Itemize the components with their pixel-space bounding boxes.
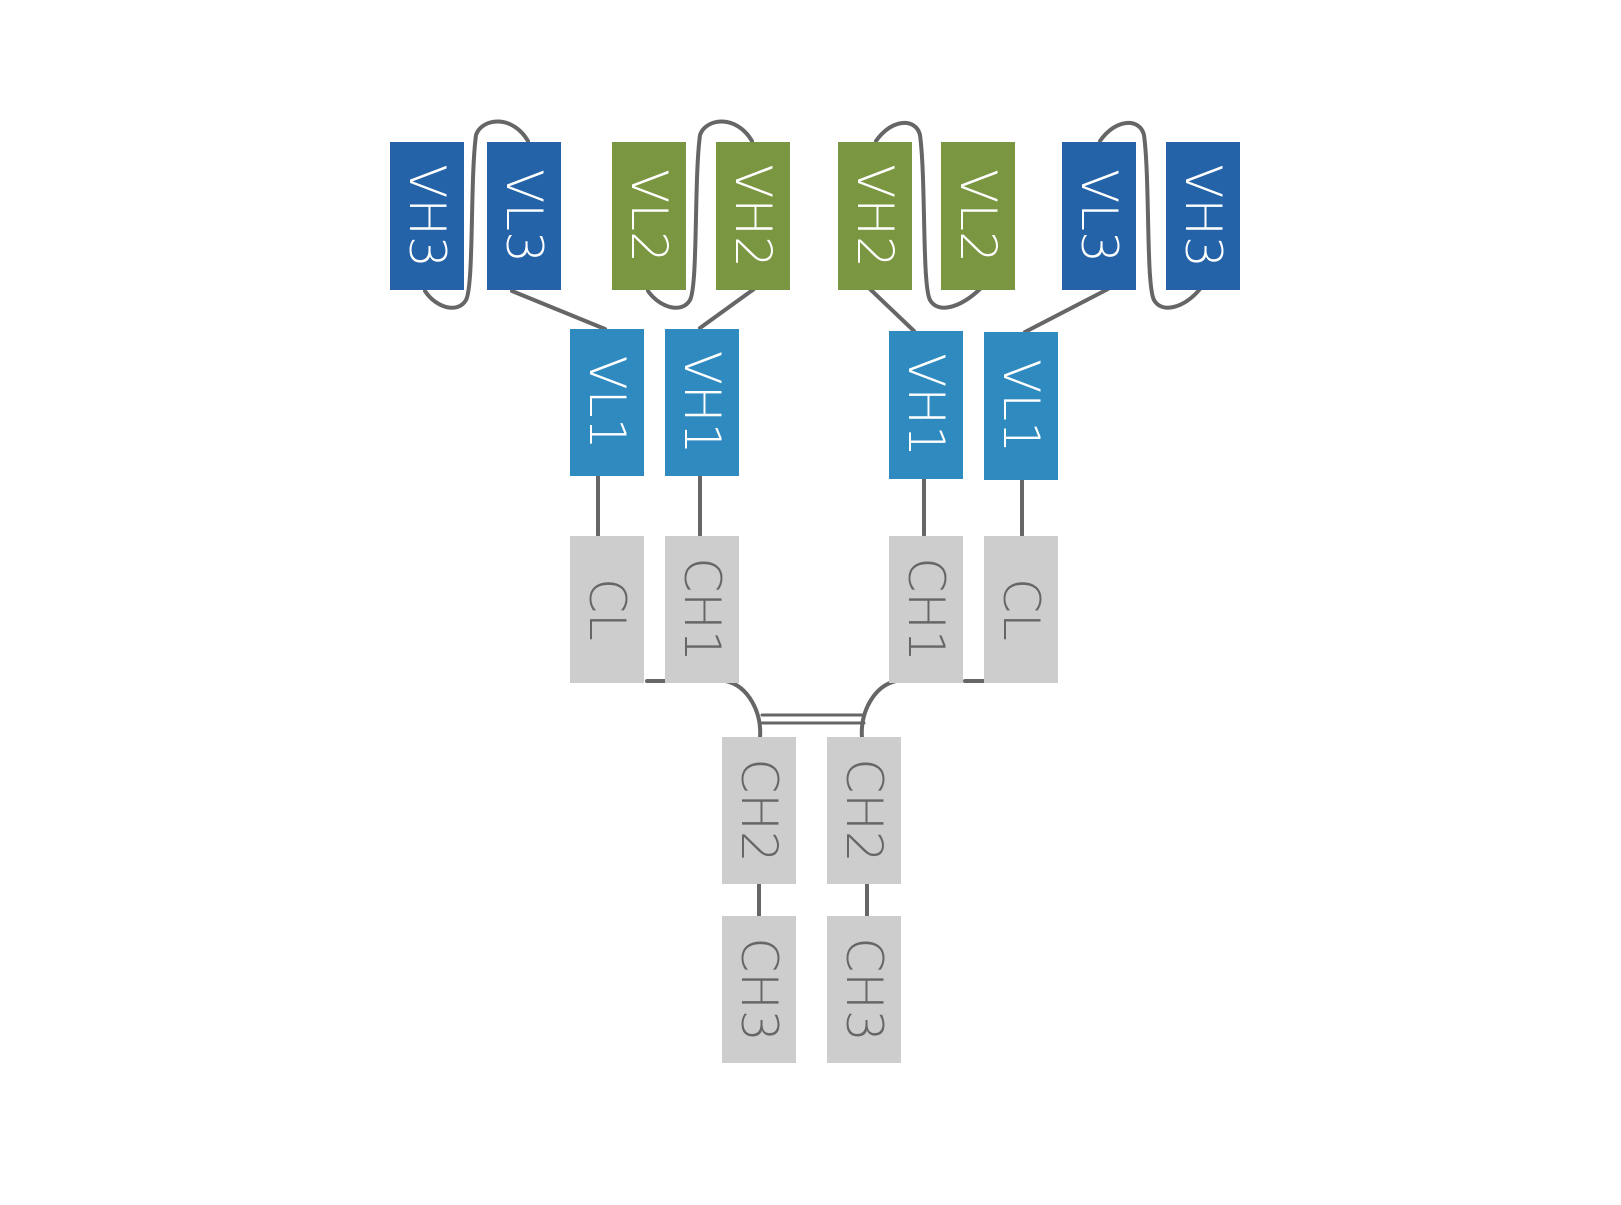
domain-box [665,329,739,476]
linker-vh2-vl2-right [874,120,982,310]
domain-box [487,142,561,290]
domain-vh2-right: VH2 [838,142,912,290]
domain-label: VL3 [495,169,553,263]
domain-box [838,142,912,290]
domain-cl-right: CL [984,536,1058,683]
linker-vl3-vh3-right [1098,120,1202,310]
domain-label: VL3 [1070,169,1128,263]
domain-ch3-left: CH3 [722,916,796,1063]
domain-box [984,332,1058,480]
hinge-right [859,679,898,740]
domain-box [827,737,901,884]
domain-label: VH2 [724,164,782,268]
linker-vh2-vh1-right [868,287,916,333]
domain-label: VH2 [846,164,904,268]
domain-vh2-left: VH2 [716,142,790,290]
domain-ch1-left: CH1 [665,536,739,683]
domain-box [1062,142,1136,290]
domain-box [390,142,464,290]
domain-label: VH3 [1174,164,1232,268]
domain-label: CL [992,578,1050,641]
domain-label: CL [578,578,636,641]
connectors [423,119,1202,917]
domain-ch2-right: CH2 [827,737,901,884]
domain-vl1-right: VL1 [984,332,1058,480]
domain-box [612,142,686,290]
domain-vh3-right: VH3 [1166,142,1240,290]
domain-label: VH1 [673,351,731,455]
domain-box [827,916,901,1063]
domain-label: CH1 [897,557,955,661]
domain-vh1-right: VH1 [889,331,963,479]
domain-label: CH1 [673,557,731,661]
domain-label: CH3 [835,937,893,1041]
domain-label: CH2 [730,758,788,862]
domain-label: CH3 [730,937,788,1041]
domain-vl3-left: VL3 [487,142,561,290]
domain-label: VL1 [992,359,1050,453]
domain-box [984,536,1058,683]
domain-label: VL1 [578,356,636,450]
domain-ch3-right: CH3 [827,916,901,1063]
domain-box [889,331,963,479]
domain-vh3-left: VH3 [390,142,464,290]
linker-vh3-vl3-left [423,119,530,310]
domain-box [1166,142,1240,290]
domain-box [570,329,644,476]
domain-vh1-left: VH1 [665,329,739,476]
domain-vl2-left: VL2 [612,142,686,290]
linker-vl3-vl1-left [510,289,607,331]
domain-box [716,142,790,290]
domain-vl1-left: VL1 [570,329,644,476]
domain-label: VH1 [897,353,955,457]
domain-label: CH2 [835,758,893,862]
domain-ch2-left: CH2 [722,737,796,884]
hinge-left [724,679,763,740]
domain-label: VL2 [949,169,1007,263]
domain-vl3-right: VL3 [1062,142,1136,290]
domain-cl-left: CL [570,536,644,683]
domain-label: VL2 [620,169,678,263]
domain-box [665,536,739,683]
domain-box [570,536,644,683]
linker-vl2-vh2-left [646,119,754,310]
domain-box [722,737,796,884]
domain-box [722,916,796,1063]
linker-vl3-vl1-right [1023,287,1110,334]
domain-ch1-right: CH1 [889,536,963,683]
domain-vl2-right: VL2 [941,142,1015,290]
linker-vh2-vh1-left [698,287,756,330]
domain-box [889,536,963,683]
domain-box [941,142,1015,290]
domain-label: VH3 [398,164,456,268]
